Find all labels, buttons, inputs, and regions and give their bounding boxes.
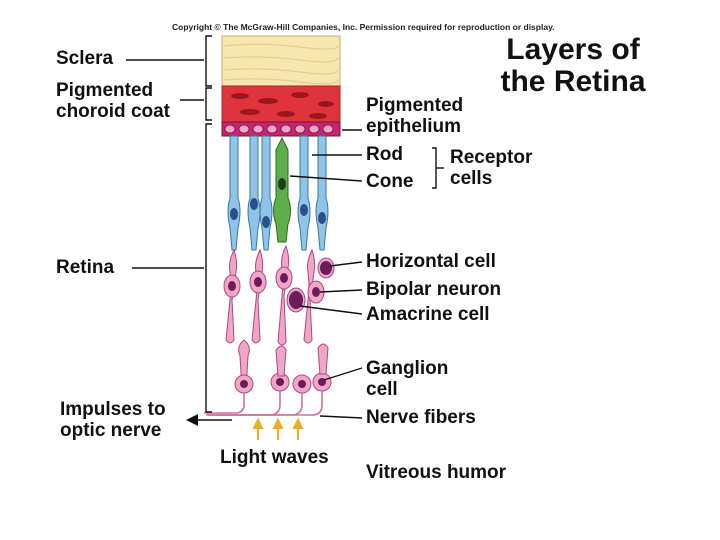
label-impulses-line-2: optic nerve: [60, 419, 162, 441]
label-pigmented-epithelium: Pigmented epithelium: [366, 95, 464, 137]
label-pigmented-epithelium-line-2: epithelium: [366, 115, 462, 137]
nerve-fibers: [204, 391, 323, 416]
label-choroid-line-1: Pigmented: [56, 80, 154, 101]
label-ganglion-line-1: Ganglion: [366, 358, 449, 379]
sclera-layer: [221, 35, 341, 87]
title-line-1: Layers of: [506, 33, 640, 66]
label-impulses: Impulses to optic nerve: [60, 399, 166, 441]
label-rod: Rod: [366, 144, 403, 165]
label-amacrine-cell: Amacrine cell: [366, 304, 490, 325]
cone-cell: [273, 136, 291, 243]
rod-nuclei: [230, 198, 326, 228]
label-ganglion-cell: Ganglion cell: [366, 358, 449, 400]
left-leader-lines: [126, 59, 204, 269]
diagram-title: Layers of the Retina: [488, 34, 658, 97]
title-line-2: the Retina: [500, 64, 646, 98]
label-receptor-cells: Receptor cells: [450, 147, 533, 189]
label-pigmented-epithelium-line-1: Pigmented: [366, 95, 464, 116]
choroid-layer: [221, 85, 341, 123]
label-receptor-line-2: cells: [450, 167, 493, 189]
label-nerve-fibers: Nerve fibers: [366, 407, 476, 428]
label-light-waves: Light waves: [220, 447, 329, 468]
label-ganglion-line-2: cell: [366, 378, 398, 400]
label-horizontal-cell: Horizontal cell: [366, 251, 496, 272]
label-choroid: Pigmented choroid coat: [56, 80, 171, 122]
label-retina: Retina: [56, 257, 115, 278]
label-impulses-line-1: Impulses to: [60, 399, 166, 420]
label-vitreous-humor: Vitreous humor: [366, 462, 507, 483]
left-bracket: [205, 35, 212, 413]
label-choroid-line-2: choroid coat: [56, 100, 171, 122]
label-cone: Cone: [366, 171, 414, 192]
copyright-notice: Copyright © The McGraw-Hill Companies, I…: [172, 22, 555, 32]
pigmented-epithelium-layer: [221, 121, 341, 137]
impulse-arrow: [186, 414, 232, 426]
label-sclera: Sclera: [56, 48, 114, 69]
light-wave-arrows: [252, 417, 304, 440]
neuron-nuclei: [228, 261, 332, 388]
neuron-layer: [223, 244, 335, 394]
label-bipolar-neuron: Bipolar neuron: [366, 279, 502, 300]
right-leader-lines: [289, 129, 444, 419]
label-receptor-line-1: Receptor: [450, 147, 533, 168]
